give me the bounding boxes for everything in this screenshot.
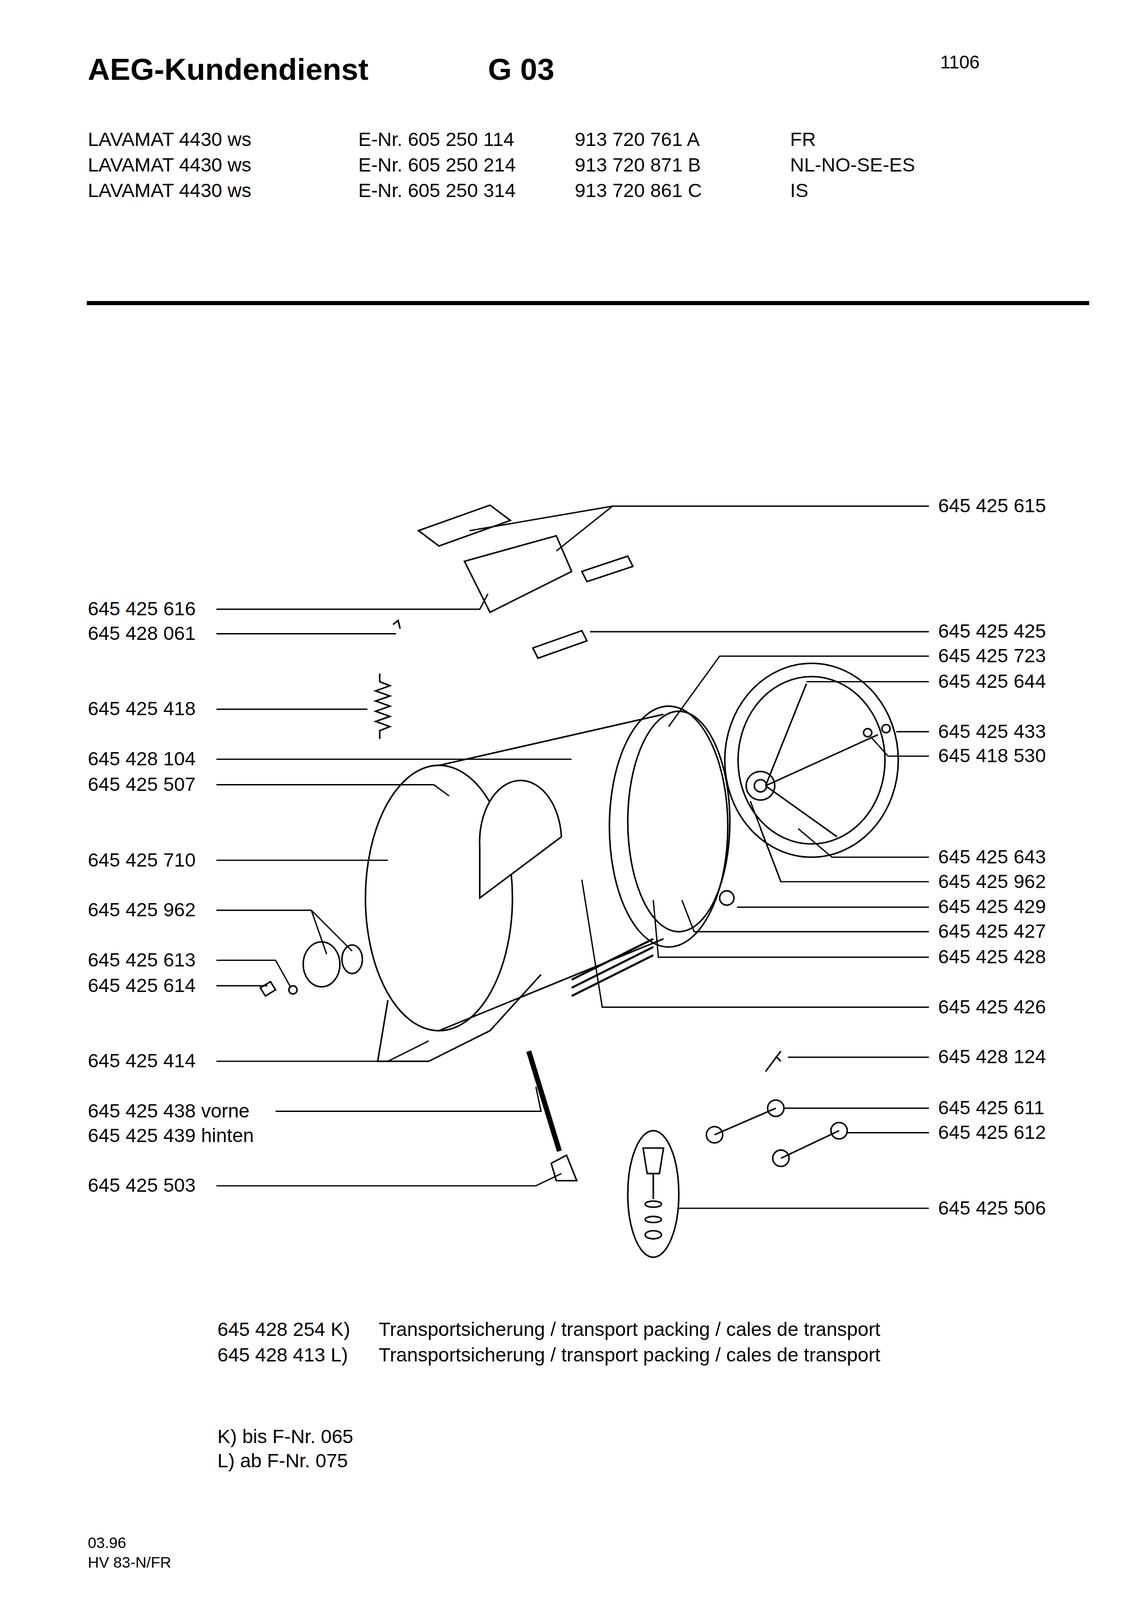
header-text: 913 720 871 B — [573, 154, 702, 177]
header-text: LAVAMAT 4430 ws — [86, 179, 253, 203]
header-text: G 03 — [486, 51, 556, 87]
note-text: K) bis F-Nr. 065 — [216, 1426, 355, 1449]
note-text: Transportsicherung / transport packing /… — [377, 1318, 882, 1342]
callout-number: 645 425 962 — [86, 899, 197, 922]
callout-number: 645 425 644 — [937, 670, 1048, 694]
callout-number: 645 428 104 — [86, 748, 197, 771]
callout-number: 645 425 611 — [937, 1097, 1046, 1120]
callout-number: 645 425 418 — [86, 698, 197, 721]
header-text: E-Nr. 605 250 114 — [357, 128, 516, 152]
callout-number: 645 425 723 — [937, 645, 1048, 668]
callout-number: 645 425 427 — [937, 920, 1048, 944]
note-text: 645 428 254 K) — [216, 1318, 351, 1342]
callout-number: 645 425 503 — [86, 1174, 197, 1198]
header-text: E-Nr. 605 250 214 — [357, 154, 517, 177]
callout-number: 645 425 433 — [937, 720, 1048, 744]
callout-number: 645 425 428 — [937, 946, 1048, 969]
note-text: 03.96 — [86, 1534, 127, 1552]
callout-number: 645 425 710 — [86, 849, 197, 872]
callout-number: 645 425 426 — [937, 996, 1048, 1019]
callout-number: 645 425 615 — [937, 495, 1048, 518]
callout-number: 645 425 613 — [86, 949, 197, 972]
callout-number: 645 425 425 — [937, 620, 1048, 643]
callout-number: 645 425 438 vorne — [86, 1100, 251, 1123]
callout-number: 645 425 507 — [86, 773, 197, 797]
callout-number: 645 428 061 — [86, 622, 197, 646]
note-text: HV 83-N/FR — [86, 1553, 172, 1571]
header-text: 913 720 861 C — [573, 179, 703, 203]
header-text: IS — [789, 179, 810, 203]
callout-number: 645 425 414 — [86, 1050, 197, 1073]
page-title: AEG-Kundendienst — [86, 51, 370, 87]
callout-number: 645 428 124 — [937, 1046, 1048, 1069]
header-text: NL-NO-SE-ES — [789, 154, 917, 177]
callout-number: 645 425 439 hinten — [86, 1125, 256, 1148]
callout-number: 645 425 506 — [937, 1197, 1048, 1220]
callout-number: 645 425 614 — [86, 974, 197, 998]
header-text: 1106 — [938, 52, 981, 74]
callout-number: 645 425 616 — [86, 598, 197, 621]
callout-number: 645 425 612 — [937, 1121, 1048, 1145]
header-text: E-Nr. 605 250 314 — [357, 179, 517, 203]
callout-number: 645 425 429 — [937, 896, 1048, 919]
note-text: 645 428 413 L) — [216, 1344, 350, 1367]
header-text: FR — [789, 128, 818, 152]
header-text: 913 720 761 A — [573, 128, 701, 152]
note-text: Transportsicherung / transport packing /… — [377, 1344, 882, 1367]
callout-number: 645 425 962 — [937, 870, 1048, 894]
header-text: LAVAMAT 4430 ws — [86, 154, 253, 177]
callout-number: 645 418 530 — [937, 745, 1048, 768]
header-text: LAVAMAT 4430 ws — [86, 128, 253, 152]
note-text: L) ab F-Nr. 075 — [216, 1450, 349, 1473]
callout-number: 645 425 643 — [937, 846, 1048, 869]
